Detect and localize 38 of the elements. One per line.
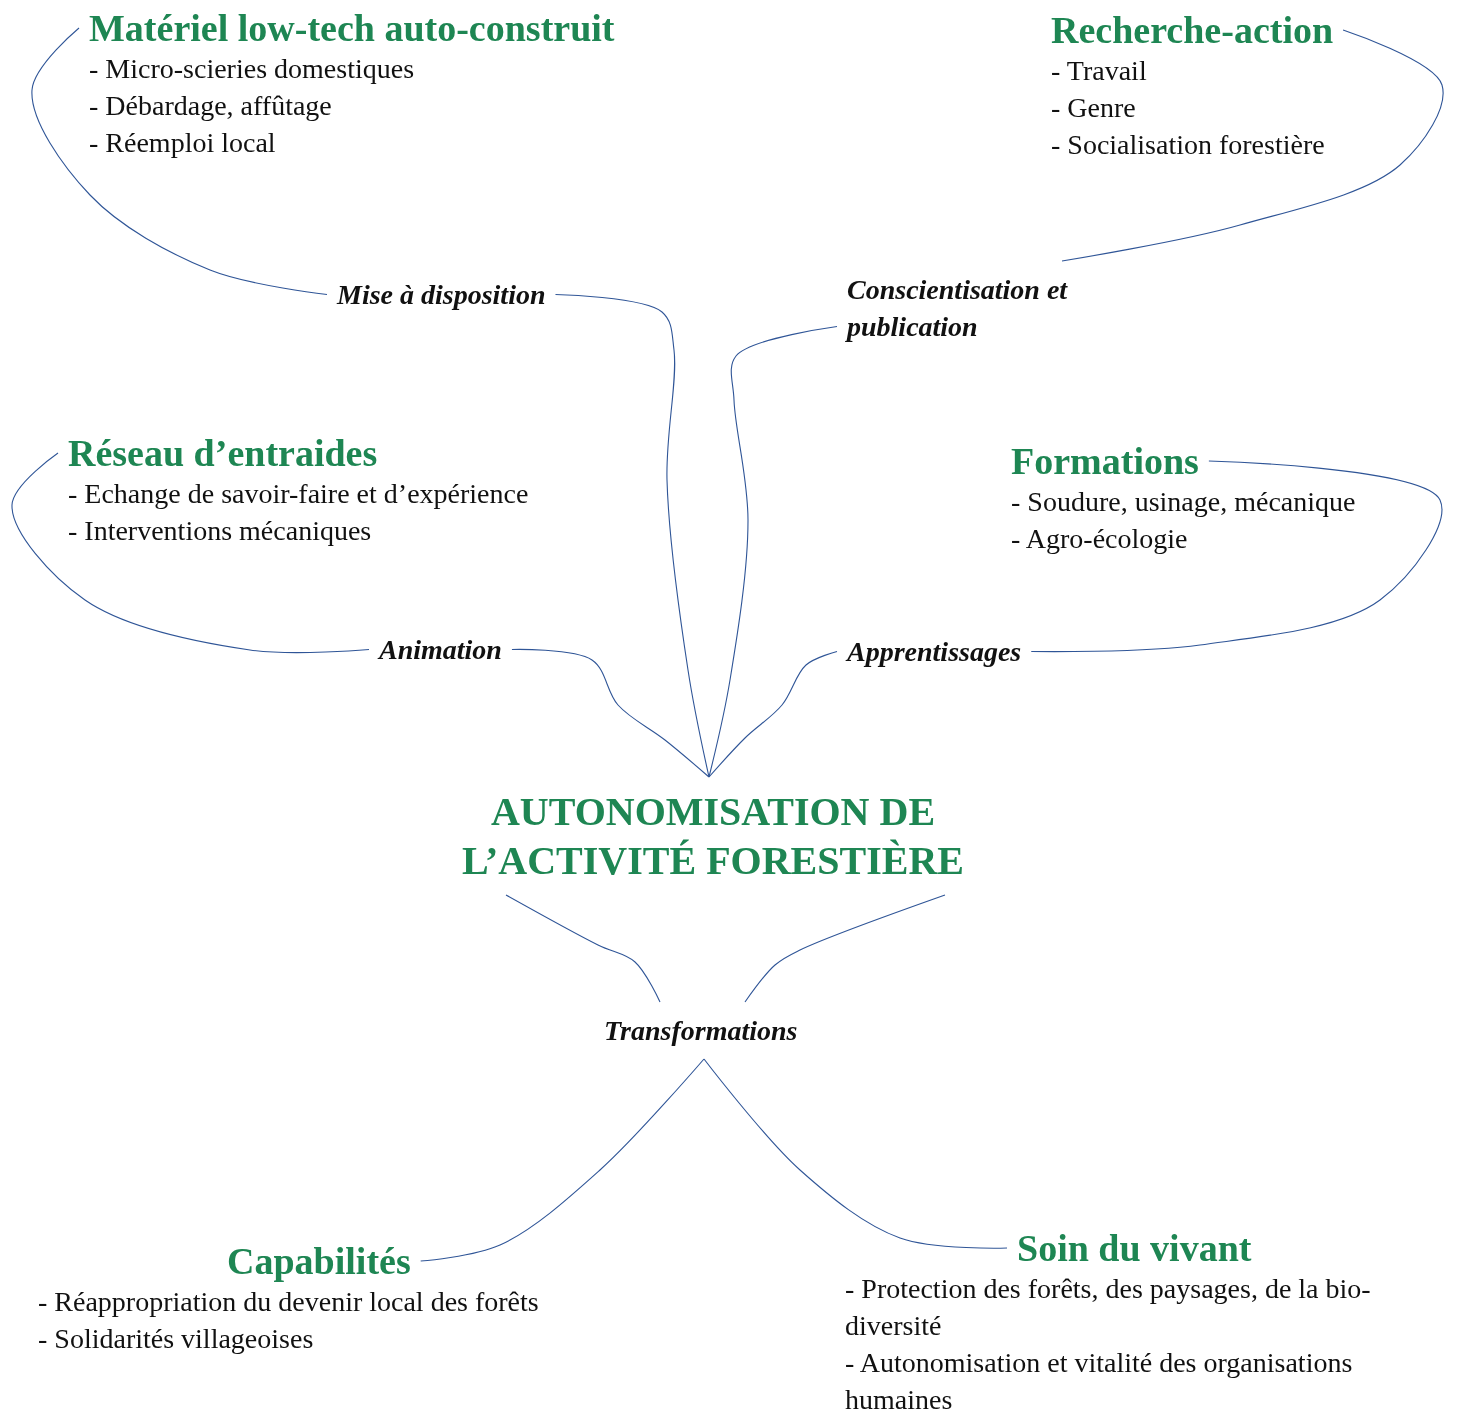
connector-curve <box>744 894 946 1003</box>
topic-heading: Formations <box>1011 439 1199 483</box>
connector-curve <box>420 1058 705 1262</box>
connector-label: Transformations <box>604 1012 798 1049</box>
connector-curve <box>505 894 661 1003</box>
list-item: - Solidarités villageoises <box>38 1322 315 1356</box>
list-item: - Autonomisation et vitalité des organisations humaines <box>845 1346 1354 1413</box>
list-item: - Micro-scieries domestiques <box>89 52 416 86</box>
connector-curve <box>511 648 710 778</box>
list-item: - Echange de savoir-faire et d’expérience <box>68 477 529 511</box>
connector-curve <box>708 650 838 778</box>
connector-label: Animation <box>379 631 502 668</box>
list-item: - Socialisation forestière <box>1051 128 1326 162</box>
list-item: - Débardage, affûtage <box>89 89 333 123</box>
list-item: - Réappropriation du devenir local des forêts <box>38 1285 539 1319</box>
topic-heading: Recherche-action <box>1051 8 1334 52</box>
list-item: - Agro-écologie <box>1011 522 1189 556</box>
connector-label: Mise à disposition <box>337 276 546 313</box>
topic-heading: Matériel low-tech auto-construit <box>89 6 615 50</box>
connector-curve <box>1030 460 1443 653</box>
connector-curve <box>554 293 710 778</box>
connector-curve <box>708 325 838 778</box>
connector-label: Apprentissages <box>847 633 1022 670</box>
connector-curve <box>703 1058 1008 1249</box>
list-item: - Interventions mécaniques <box>68 514 373 548</box>
list-item: - Protection des forêts, des paysages, de la bio-diversité <box>845 1272 1372 1343</box>
topic-heading: Soin du vivant <box>1017 1226 1252 1270</box>
topic-heading: Réseau d’entraides <box>68 431 378 475</box>
list-item: - Travail <box>1051 54 1148 88</box>
list-item: - Genre <box>1051 91 1137 125</box>
connector-curve <box>11 452 370 654</box>
connector-curve <box>31 27 328 296</box>
central-title: AUTONOMISATION DE L’ACTIVITÉ FORESTIÈRE <box>413 787 1013 885</box>
topic-heading: Capabilités <box>227 1239 411 1283</box>
list-item: - Soudure, usinage, mécanique <box>1011 485 1356 519</box>
list-item: - Réemploi local <box>89 126 277 160</box>
connector-curve <box>1061 29 1444 262</box>
connector-label: Conscientisation et publication <box>847 271 1077 345</box>
